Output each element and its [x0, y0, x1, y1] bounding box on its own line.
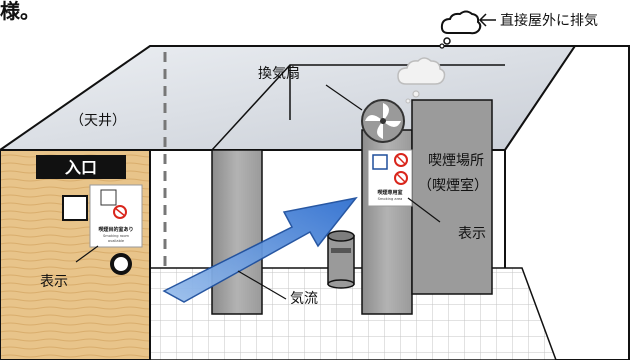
airflow-leader-line: [237, 270, 287, 300]
door-smoking-sign: 喫煙目的室あり Smoking room available: [89, 184, 143, 248]
ashtray-stand: [327, 230, 355, 289]
door-knob: [110, 253, 132, 275]
cigarette-icon: [372, 154, 388, 170]
sign-leader-line-right: [407, 197, 441, 223]
airflow-label: 気流: [290, 291, 318, 307]
door-window: [62, 195, 88, 221]
exhaust-cloud-faint: [397, 57, 446, 104]
exhaust-label: 直接屋外に排気: [500, 12, 598, 29]
no-smoking-icon-bottom: [394, 171, 408, 185]
ceiling-label: （天井）: [70, 113, 126, 129]
door-sign-sub1: Smoking room: [103, 234, 130, 238]
right-wall: [504, 45, 630, 360]
booth-sign-title: 喫煙専用室: [377, 189, 402, 196]
sign-label-right: 表示: [458, 226, 486, 242]
no-smoking-icon: [113, 205, 127, 219]
ventilation-fan: [361, 99, 405, 143]
entrance-door-wall: [0, 149, 151, 360]
sign-label-left: 表示: [40, 274, 68, 290]
fan-label: 換気扇: [258, 66, 300, 82]
sign-leader-line-left: [75, 245, 99, 263]
fan-leader-line: [325, 84, 363, 111]
entrance-sign: [36, 155, 126, 179]
exhaust-cloud: [439, 10, 482, 49]
door-sign-sub2: available: [108, 239, 125, 243]
booth-back-panel: [411, 99, 493, 295]
left-pillar: [211, 149, 263, 315]
booth-smoking-sign: 喫煙専用室 Smoking area: [367, 149, 413, 207]
heading-fragment: 様。: [0, 0, 40, 23]
exhaust-arrow-icon: [478, 13, 496, 27]
booth-sign-sub: Smoking area: [378, 197, 403, 201]
smoking-area-label-line1: 喫煙場所: [428, 153, 484, 169]
door-sign-title: 喫煙目的室あり: [98, 226, 133, 233]
entrance-label: 入口: [65, 158, 97, 177]
no-smoking-icon-top: [394, 153, 408, 167]
airflow-arrow: [162, 196, 358, 303]
smoking-area-label-line2: （喫煙室）: [418, 177, 488, 194]
